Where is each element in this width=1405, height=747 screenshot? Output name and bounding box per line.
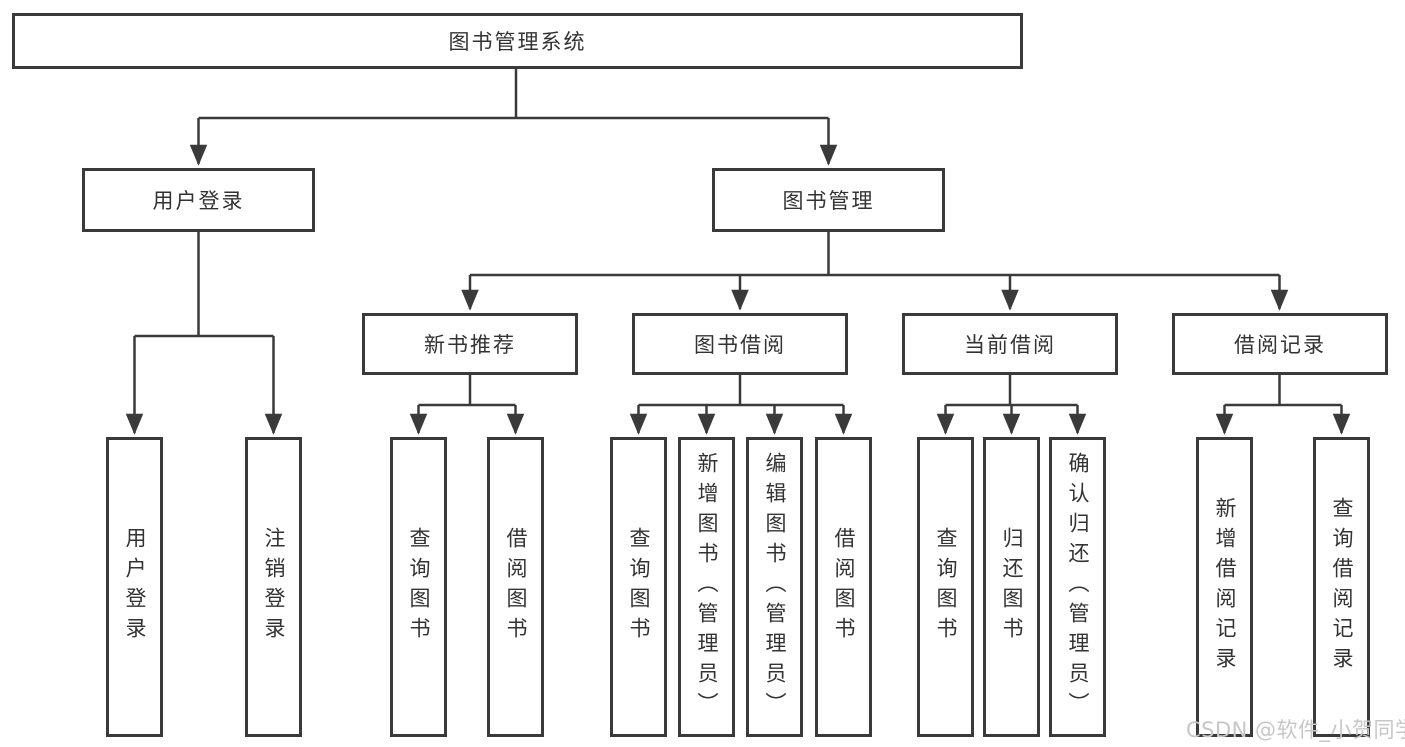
leaf-borrow-books-borrow: 借阅图书	[815, 437, 872, 737]
node-root-system: 图书管理系统	[12, 13, 1023, 69]
leaf-borrow-books-borrow-label: 借阅图书	[832, 527, 856, 647]
node-current-borrow: 当前借阅	[902, 313, 1118, 375]
node-book-borrow: 图书借阅	[632, 313, 848, 375]
leaf-query-books-borrow: 查询图书	[610, 437, 667, 737]
leaf-user-login: 用户登录	[106, 437, 163, 737]
leaf-query-books-recommend: 查询图书	[390, 437, 447, 737]
leaf-logout-login-label: 注销登录	[262, 527, 286, 647]
leaf-query-books-recommend-label: 查询图书	[407, 527, 431, 647]
leaf-return-books-label: 归还图书	[1000, 527, 1024, 647]
node-book-management: 图书管理	[712, 168, 945, 232]
leaf-confirm-return-admin-label: 确认归还（管理员）	[1066, 452, 1090, 722]
leaf-borrow-books-recommend: 借阅图书	[487, 437, 544, 737]
leaf-add-book-admin: 新增图书（管理员）	[678, 437, 735, 737]
node-user-login: 用户登录	[82, 168, 315, 232]
connectors	[125, 69, 1351, 435]
leaf-user-login-label: 用户登录	[123, 527, 147, 647]
leaf-query-borrow-record: 查询借阅记录	[1313, 437, 1370, 737]
watermark: CSDN @软件_小贺同学	[1186, 718, 1405, 742]
leaf-query-borrow-record-label: 查询借阅记录	[1330, 497, 1354, 677]
leaf-borrow-books-recommend-label: 借阅图书	[504, 527, 528, 647]
leaf-confirm-return-admin: 确认归还（管理员）	[1049, 437, 1106, 737]
leaf-edit-book-admin: 编辑图书（管理员）	[746, 437, 803, 737]
leaf-edit-book-admin-label: 编辑图书（管理员）	[763, 452, 787, 722]
node-new-book-recommend: 新书推荐	[362, 313, 578, 375]
leaf-add-borrow-record-label: 新增借阅记录	[1213, 497, 1237, 677]
leaf-query-books-current-label: 查询图书	[934, 527, 958, 647]
leaf-query-books-current: 查询图书	[917, 437, 974, 737]
leaf-return-books: 归还图书	[983, 437, 1040, 737]
leaf-add-book-admin-label: 新增图书（管理员）	[695, 452, 719, 722]
leaf-query-books-borrow-label: 查询图书	[627, 527, 651, 647]
leaf-add-borrow-record: 新增借阅记录	[1196, 437, 1253, 737]
leaf-logout-login: 注销登录	[245, 437, 302, 737]
node-borrow-records: 借阅记录	[1172, 313, 1388, 375]
